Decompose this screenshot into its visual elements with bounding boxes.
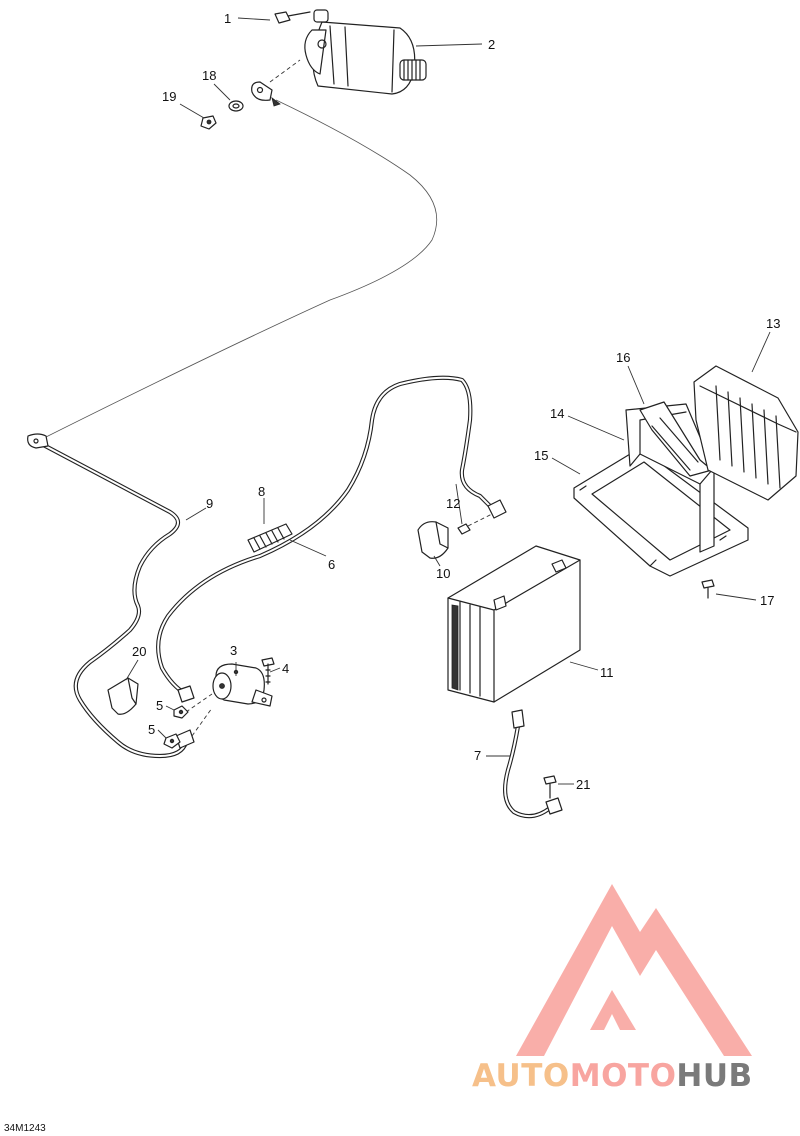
screw-21: [543, 775, 557, 799]
conduit-8: [247, 523, 293, 553]
starter-wire: [39, 99, 438, 441]
cable-7: [502, 709, 563, 819]
battery-cover-13: [693, 365, 799, 501]
callout-9: 9: [206, 496, 213, 511]
callout-1: 1: [224, 11, 231, 26]
callout-5b: 5: [148, 722, 155, 737]
cable-6: [156, 375, 507, 703]
cable-lug-starter: [251, 59, 301, 107]
watermark-text-auto: AUTO: [472, 1058, 570, 1094]
nut-5-lower: [163, 733, 181, 749]
solenoid-3: [185, 663, 273, 737]
callout-7: 7: [474, 748, 481, 763]
callout-13: 13: [766, 316, 780, 331]
callout-4: 4: [282, 661, 289, 676]
callout-21: 21: [576, 777, 590, 792]
callout-3: 3: [230, 643, 237, 658]
callout-20: 20: [132, 644, 146, 659]
callout-17: 17: [760, 593, 774, 608]
watermark-triangle-mark: [516, 884, 752, 1056]
callout-8: 8: [258, 484, 265, 499]
washer-18: [228, 100, 244, 112]
watermark-text-hub: HUB: [676, 1058, 752, 1094]
boot-20: [107, 677, 139, 715]
callouts: 1 2 3 4 5 5 6 7 8 9 10 11 12 13 14 15 16…: [132, 11, 780, 792]
screw-12: [457, 513, 493, 535]
screw-4: [261, 657, 275, 685]
drawing-code: 34M1243: [4, 1123, 46, 1134]
battery-holder-14: [625, 403, 715, 553]
screw-17: [701, 579, 715, 599]
callout-18: 18: [202, 68, 216, 83]
nut-5-upper: [173, 705, 189, 719]
watermark-text-moto: MOTO: [570, 1058, 677, 1094]
callout-14: 14: [550, 406, 564, 421]
bolt-1: [274, 11, 311, 24]
callout-6: 6: [328, 557, 335, 572]
boot-10: [417, 521, 449, 559]
callout-2: 2: [488, 37, 495, 52]
watermark-logo: AUTOMOTOHUB: [472, 884, 753, 1094]
callout-19: 19: [162, 89, 176, 104]
callout-10: 10: [436, 566, 450, 581]
nut-19: [200, 115, 217, 130]
callout-11: 11: [600, 665, 614, 680]
callout-12: 12: [446, 496, 460, 511]
svg-text:AUTOMOTOHUB: AUTOMOTOHUB: [472, 1058, 753, 1094]
callout-15: 15: [534, 448, 548, 463]
callout-16: 16: [616, 350, 630, 365]
battery-11: [447, 545, 581, 703]
starter-motor: [304, 9, 427, 95]
cable-9: [27, 433, 195, 759]
leader-lines: [125, 17, 771, 785]
callout-5a: 5: [156, 698, 163, 713]
